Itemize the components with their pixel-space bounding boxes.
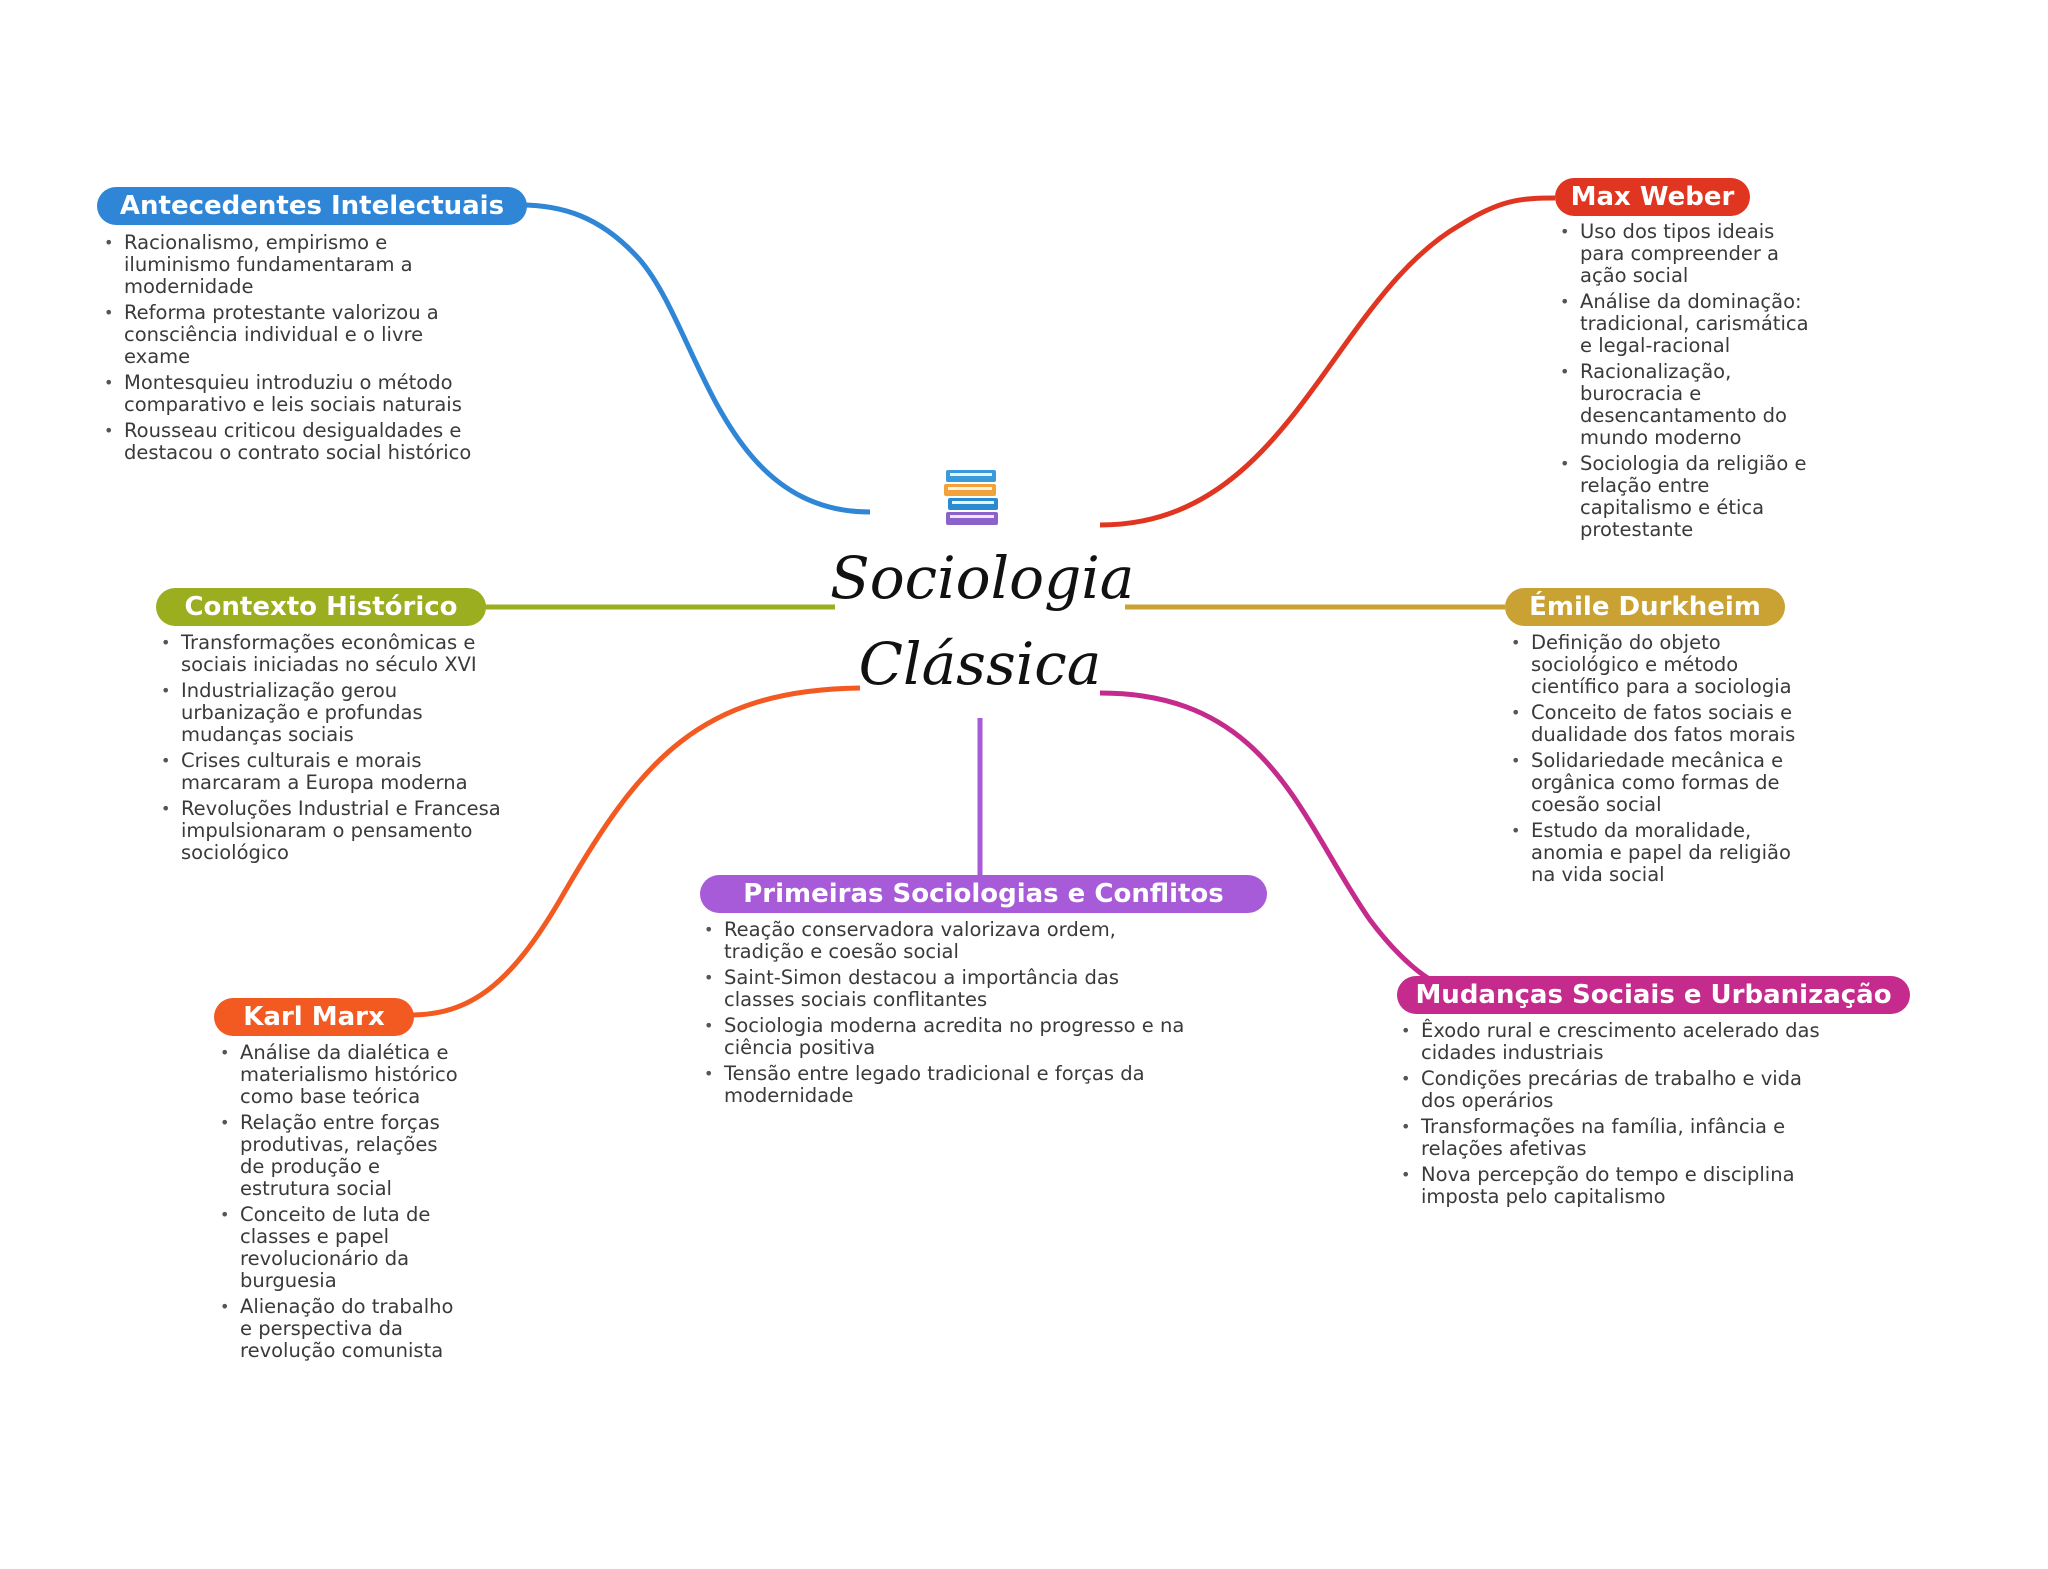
mudancas-points: Êxodo rural e crescimento acelerado das … — [1397, 1020, 1837, 1212]
list-item: Reforma protestante valorizou a consciên… — [100, 302, 480, 368]
list-item: Reação conservadora valorizava ordem, tr… — [700, 919, 1190, 963]
topic-antecedentes-intelectuais: Antecedentes Intelectuais — [97, 187, 527, 225]
topic-primeiras-sociologias: Primeiras Sociologias e Conflitos — [700, 875, 1267, 913]
list-item: Análise da dominação: tradicional, caris… — [1556, 291, 1821, 357]
contexto-points: Transformações econômicas e sociais inic… — [157, 632, 502, 868]
list-item: Análise da dialética e materialismo hist… — [216, 1042, 466, 1108]
books-icon — [940, 468, 1004, 528]
list-item: Saint-Simon destacou a importância das c… — [700, 967, 1190, 1011]
link-mudancas — [1099, 690, 1442, 988]
list-item: Revoluções Industrial e Francesa impulsi… — [157, 798, 502, 864]
list-item: Sociologia da religião e relação entre c… — [1556, 453, 1821, 541]
list-item: Definição do objeto sociológico e método… — [1507, 632, 1802, 698]
topic-emile-durkheim: Émile Durkheim — [1505, 588, 1785, 626]
list-item: Rousseau criticou desigualdades e destac… — [100, 420, 480, 464]
list-item: Transformações na família, infância e re… — [1397, 1116, 1837, 1160]
marx-points: Análise da dialética e materialismo hist… — [216, 1042, 466, 1366]
link-weber — [1099, 195, 1556, 528]
list-item: Crises culturais e morais marcaram a Eur… — [157, 750, 502, 794]
list-item: Solidariedade mecânica e orgânica como f… — [1507, 750, 1802, 816]
list-item: Tensão entre legado tradicional e forças… — [700, 1063, 1190, 1107]
topic-karl-marx: Karl Marx — [214, 998, 414, 1036]
list-item: Uso dos tipos ideais para compreender a … — [1556, 221, 1821, 287]
list-item: Êxodo rural e crescimento acelerado das … — [1397, 1020, 1837, 1064]
list-item: Montesquieu introduziu o método comparat… — [100, 372, 480, 416]
list-item: Sociologia moderna acredita no progresso… — [700, 1015, 1190, 1059]
list-item: Condições precárias de trabalho e vida d… — [1397, 1068, 1837, 1112]
antecedentes-points: Racionalismo, empirismo e iluminismo fun… — [100, 232, 480, 468]
list-item: Industrialização gerou urbanização e pro… — [157, 680, 502, 746]
topic-max-weber: Max Weber — [1555, 178, 1750, 216]
list-item: Conceito de luta de classes e papel revo… — [216, 1204, 466, 1292]
list-item: Conceito de fatos sociais e dualidade do… — [1507, 702, 1802, 746]
list-item: Nova percepção do tempo e disciplina imp… — [1397, 1164, 1837, 1208]
durkheim-points: Definição do objeto sociológico e método… — [1507, 632, 1802, 890]
link-marx — [409, 685, 861, 1018]
list-item: Racionalismo, empirismo e iluminismo fun… — [100, 232, 480, 298]
central-topic-title: Sociologia Clássica — [830, 544, 1135, 698]
list-item: Estudo da moralidade, anomia e papel da … — [1507, 820, 1802, 886]
list-item: Relação entre forças produtivas, relaçõe… — [216, 1112, 466, 1200]
list-item: Alienação do trabalho e perspectiva da r… — [216, 1296, 466, 1362]
list-item: Transformações econômicas e sociais inic… — [157, 632, 502, 676]
topic-mudancas-sociais: Mudanças Sociais e Urbanização — [1397, 976, 1910, 1014]
list-item: Racionalização, burocracia e desencantam… — [1556, 361, 1821, 449]
topic-contexto-historico: Contexto Histórico — [156, 588, 486, 626]
weber-points: Uso dos tipos ideais para compreender a … — [1556, 221, 1821, 545]
link-antecedentes — [519, 202, 871, 515]
primeiras-points: Reação conservadora valorizava ordem, tr… — [700, 919, 1190, 1111]
